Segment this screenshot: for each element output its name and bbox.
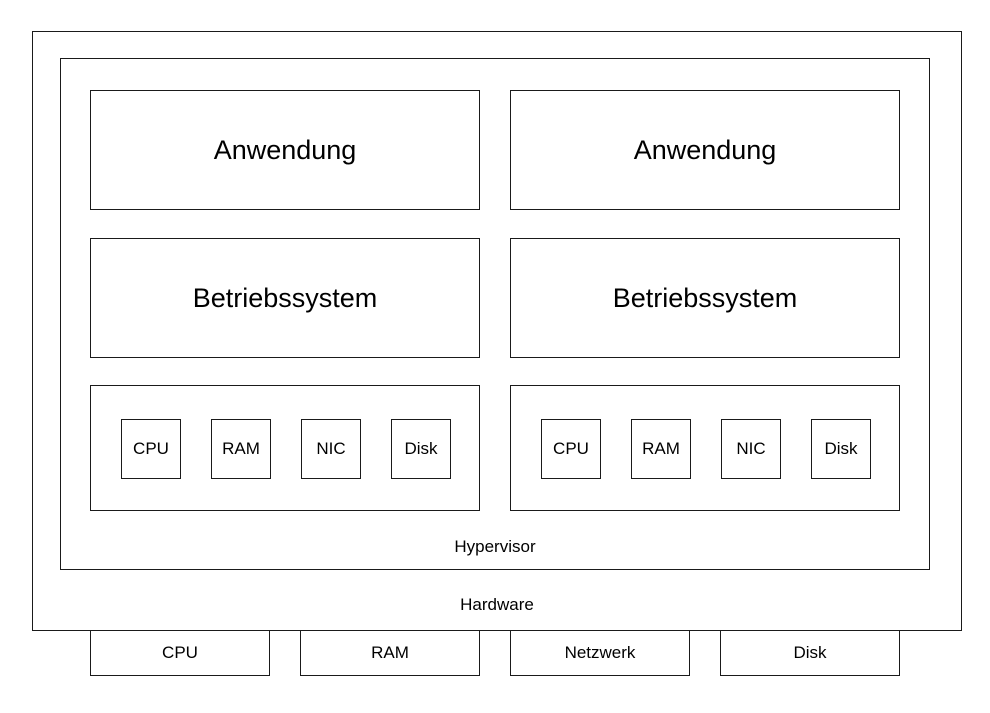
vm-2-operating-system-box: Betriebssystem xyxy=(510,238,900,358)
vm-2-application-label: Anwendung xyxy=(633,134,777,165)
vm-1-resource-disk: Disk xyxy=(391,419,451,479)
physical-resource-cpu: CPU xyxy=(90,630,270,676)
vm-2-resource-cpu: CPU xyxy=(541,419,601,479)
vm-1-application-box: Anwendung xyxy=(90,90,480,210)
vm-1-operating-system-label: Betriebssystem xyxy=(192,282,378,313)
hypervisor-frame-label: Hypervisor xyxy=(454,536,536,556)
vm-2-application-box: Anwendung xyxy=(510,90,900,210)
vm-1-virtual-resources-box: CPU RAM NIC Disk xyxy=(90,385,480,511)
vm-2-resource-nic: NIC xyxy=(721,419,781,479)
physical-resource-disk: Disk xyxy=(720,630,900,676)
vm-1-operating-system-box: Betriebssystem xyxy=(90,238,480,358)
physical-resource-ram: RAM xyxy=(300,630,480,676)
vm-1-resource-ram: RAM xyxy=(211,419,271,479)
vm-2-resource-ram: RAM xyxy=(631,419,691,479)
vm-1-resource-cpu: CPU xyxy=(121,419,181,479)
hardware-frame-label: Hardware xyxy=(460,594,534,614)
vm-2-resource-disk: Disk xyxy=(811,419,871,479)
vm-1-application-label: Anwendung xyxy=(213,134,357,165)
vm-1-resource-nic: NIC xyxy=(301,419,361,479)
vm-2-operating-system-label: Betriebssystem xyxy=(612,282,798,313)
physical-resource-netzwerk: Netzwerk xyxy=(510,630,690,676)
vm-2-virtual-resources-box: CPU RAM NIC Disk xyxy=(510,385,900,511)
